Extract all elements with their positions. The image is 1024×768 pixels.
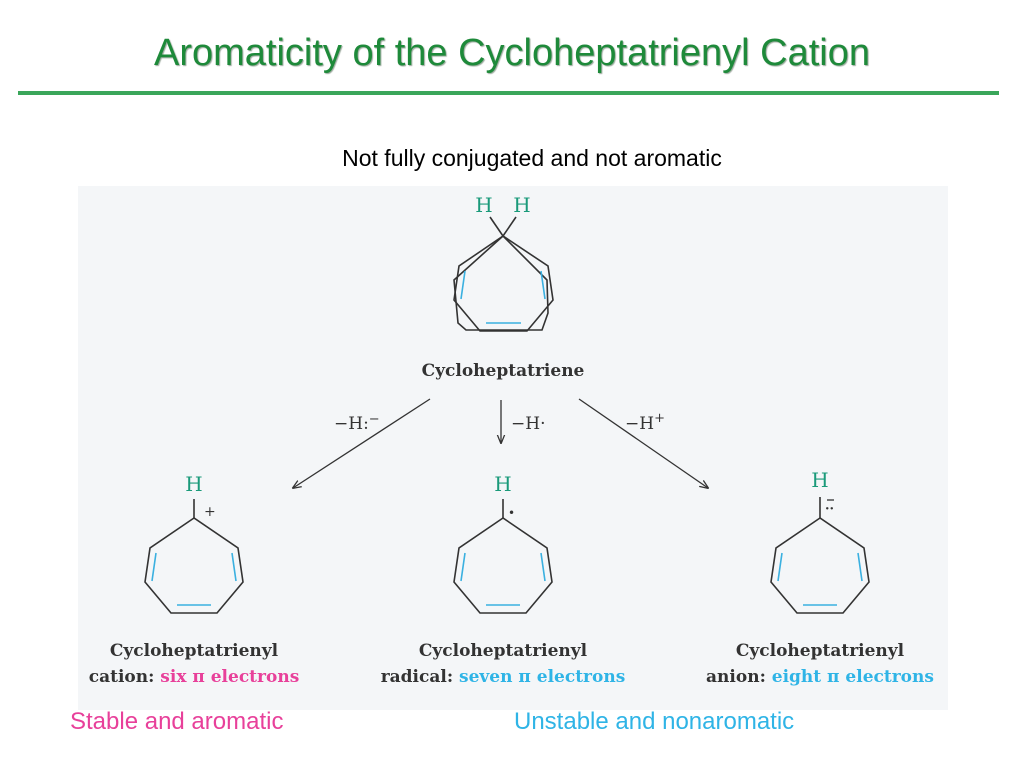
heptagon-ring	[453, 235, 554, 332]
cation-hydrogen: H	[185, 472, 202, 496]
arrow-right-label: −H+	[625, 411, 665, 434]
double-bond-left	[460, 270, 466, 300]
radical-molecule: H •	[453, 472, 553, 614]
ch-bond-left	[489, 216, 504, 237]
anion-molecule: H ··	[770, 468, 870, 614]
cation-molecule: H +	[144, 472, 244, 614]
radical-name: Cycloheptatrienyl	[419, 641, 588, 661]
subtitle: Not fully conjugated and not aromatic	[342, 145, 722, 171]
cycloheptatriene-molecule: H H Cycloheptatriene	[422, 193, 585, 381]
arrow-left-label: −H:−	[334, 412, 380, 434]
hydrogen-label-left: H	[475, 193, 492, 217]
stable-aromatic-label: Stable and aromatic	[70, 708, 284, 735]
arrow-right	[578, 398, 708, 488]
unstable-nonaromatic-label: Unstable and nonaromatic	[514, 708, 795, 735]
parent-name: Cycloheptatriene	[422, 361, 585, 381]
double-bond-right	[540, 270, 546, 300]
hydrogen-label-right: H	[513, 193, 530, 217]
cation-description: cation: six π electrons	[89, 667, 300, 687]
arrow-left	[293, 398, 431, 488]
radical-dot: •	[508, 506, 515, 520]
anion-description: anion: eight π electrons	[706, 667, 934, 687]
reaction-figure	[78, 186, 948, 710]
radical-hydrogen: H	[494, 472, 511, 496]
title-divider	[18, 91, 999, 95]
anion-lone-pair: ··	[825, 502, 834, 517]
cation-name: Cycloheptatrienyl	[110, 641, 279, 661]
radical-description: radical: seven π electrons	[381, 667, 626, 687]
cation-charge: +	[204, 504, 216, 520]
ch-bond-right	[502, 216, 517, 237]
anion-hydrogen: H	[811, 468, 828, 492]
anion-name: Cycloheptatrienyl	[736, 641, 905, 661]
arrow-middle-label: −H·	[511, 414, 545, 434]
slide-title: Aromaticity of the Cycloheptatrienyl Cat…	[154, 32, 870, 74]
